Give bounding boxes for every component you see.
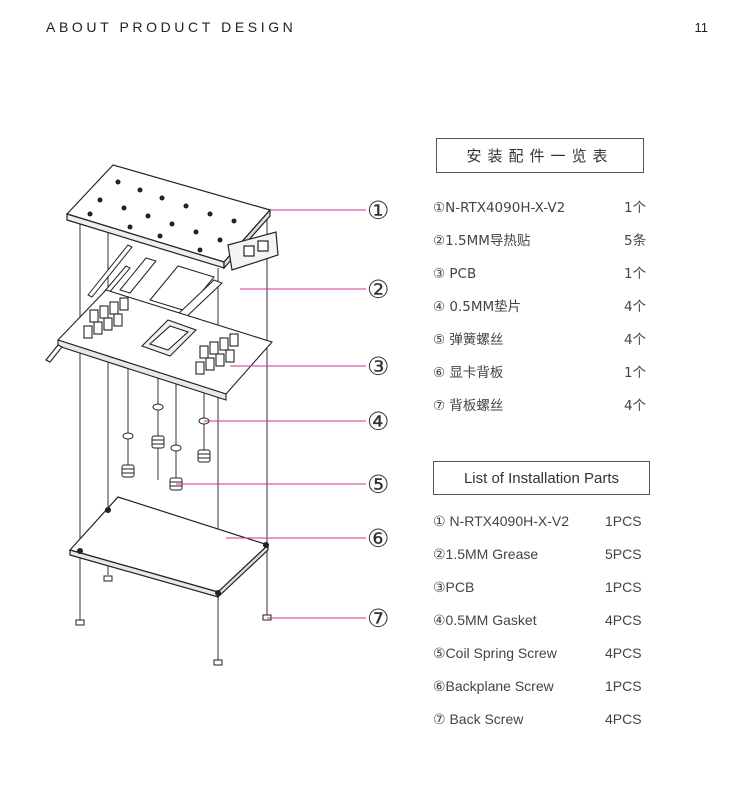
- thermal-pads: [87, 244, 223, 320]
- callout-numbers: ① ② ③ ④ ⑤ ⑥ ⑦: [367, 196, 389, 633]
- cn-parts-table-title: 安装配件一览表: [436, 138, 644, 173]
- pcb-board: [45, 289, 273, 401]
- en-parts-table-title: List of Installation Parts: [433, 461, 650, 495]
- callout-6: ⑥: [367, 524, 389, 553]
- gaskets: [122, 403, 210, 452]
- callout-2: ②: [367, 275, 389, 304]
- callout-7: ⑦: [367, 604, 389, 633]
- spring-screws: [121, 435, 211, 491]
- callout-4: ④: [367, 407, 389, 436]
- exploded-assembly-diagram: ① ② ③ ④ ⑤ ⑥ ⑦: [45, 164, 389, 666]
- backplate: [68, 496, 270, 599]
- callout-leaders: [176, 209, 366, 619]
- page-header-title: ABOUT PRODUCT DESIGN: [46, 19, 297, 35]
- callout-3: ③: [367, 352, 389, 381]
- callout-1: ①: [367, 196, 389, 225]
- water-block: [65, 164, 279, 271]
- callout-5: ⑤: [367, 470, 389, 499]
- page-number: 11: [694, 20, 709, 35]
- back-screws: [75, 575, 272, 666]
